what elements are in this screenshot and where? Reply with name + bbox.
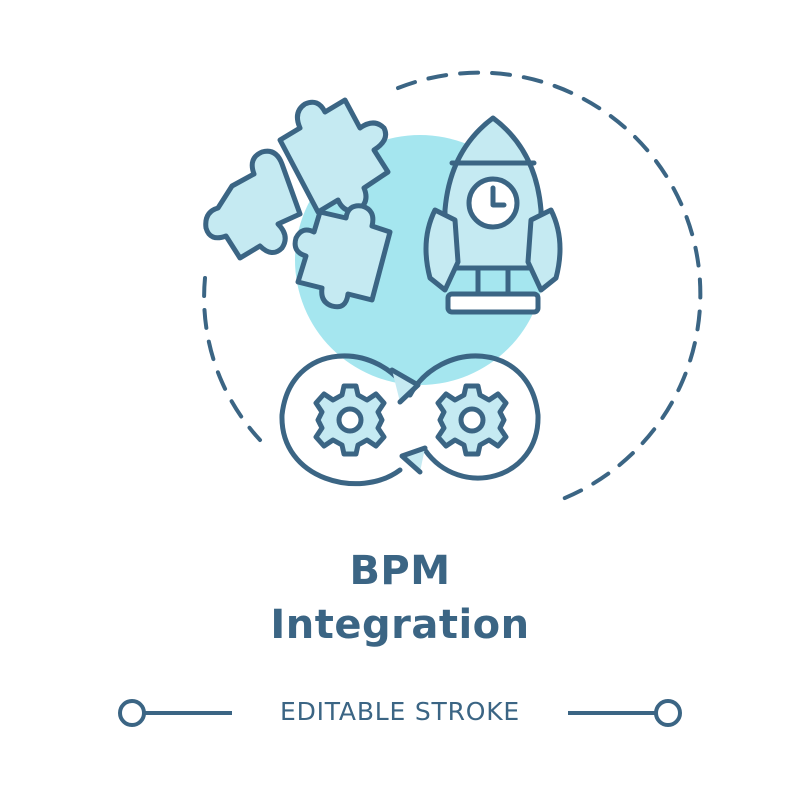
arrow-head-top bbox=[389, 367, 421, 405]
rocket-icon bbox=[423, 115, 563, 315]
rocket-fin-right bbox=[525, 207, 563, 293]
puzzle-piece-left bbox=[203, 148, 303, 261]
arrow-head-bottom bbox=[399, 445, 428, 475]
infinity-loop bbox=[279, 353, 541, 487]
rocket-fin-left bbox=[423, 207, 461, 293]
infinity-arrows-icon bbox=[279, 353, 541, 487]
dashed-ring bbox=[396, 70, 703, 502]
page-title-line-2: Integration bbox=[270, 602, 530, 648]
page-title-line-1: BPM bbox=[349, 548, 451, 594]
caption-line-right bbox=[568, 699, 682, 727]
clock-icon bbox=[466, 176, 520, 230]
puzzle-piece-right bbox=[292, 203, 393, 310]
dashed-ring-left bbox=[202, 276, 262, 442]
editable-stroke-caption: EDITABLE STROKE bbox=[279, 697, 521, 726]
caption-line-left bbox=[118, 699, 232, 727]
gear-icon bbox=[313, 383, 509, 457]
puzzle-icon bbox=[203, 97, 393, 310]
rocket-base bbox=[445, 291, 541, 315]
